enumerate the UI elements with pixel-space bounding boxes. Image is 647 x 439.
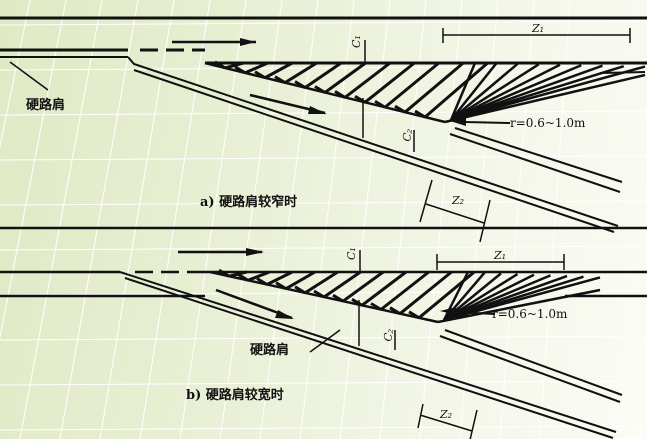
shoulder-label: 硬路肩 bbox=[26, 97, 65, 113]
grid-line bbox=[539, 0, 571, 439]
ramp-inner-edge-2 bbox=[439, 335, 621, 403]
grid-line bbox=[0, 65, 647, 71]
hatch-line bbox=[244, 61, 269, 75]
grid-line bbox=[19, 0, 103, 439]
hatch-fan-line bbox=[450, 63, 561, 122]
grid-line bbox=[139, 0, 211, 439]
c1-label: C₁ bbox=[350, 35, 363, 48]
hatch-line bbox=[399, 270, 453, 315]
z1-label: Z₁ bbox=[493, 249, 506, 262]
ramp-inner-edge bbox=[454, 127, 623, 183]
grid-line bbox=[0, 425, 647, 431]
hatch-fan-line bbox=[450, 62, 519, 121]
gore-right-boundary bbox=[444, 73, 646, 124]
grid-line bbox=[419, 0, 463, 439]
hatch-line bbox=[224, 61, 244, 70]
panel-b: Z₁ C₁ C₂ Z₂ r=0.6~1.0m 硬路肩 b) 硬路肩较宽时 bbox=[0, 226, 647, 439]
grid-line bbox=[299, 0, 355, 439]
hatch-line bbox=[344, 61, 391, 99]
ramp-inner-edge-2 bbox=[449, 133, 621, 193]
z2-label: Z₂ bbox=[451, 194, 464, 207]
hatch-line bbox=[361, 270, 407, 307]
hatch-line bbox=[304, 270, 339, 295]
grid-line bbox=[0, 155, 647, 161]
hatch-fan-line bbox=[450, 62, 498, 121]
grid-line bbox=[0, 0, 31, 149]
grid-line bbox=[179, 0, 247, 439]
hatch-line bbox=[364, 61, 416, 104]
ramp-outer-edge-2 bbox=[124, 277, 614, 439]
hatch-fan-line bbox=[450, 65, 646, 122]
z2-dimension bbox=[425, 203, 485, 224]
hatch-fan-line bbox=[450, 64, 582, 122]
grid-line bbox=[339, 0, 391, 439]
hatch-line bbox=[284, 61, 318, 84]
hatch-line bbox=[324, 61, 367, 94]
c2-label: C₂ bbox=[400, 128, 415, 143]
arrow-head bbox=[308, 106, 327, 114]
hatch-line bbox=[404, 61, 465, 114]
hatch-line bbox=[266, 270, 293, 286]
gore-left-boundary bbox=[204, 61, 446, 124]
shoulder-label: 硬路肩 bbox=[250, 342, 289, 358]
c1-label: C₁ bbox=[345, 247, 358, 260]
grid-line bbox=[259, 0, 319, 439]
hatch-fan-line bbox=[449, 62, 477, 121]
grid-line bbox=[499, 0, 535, 439]
panel-a: Z₁ C₁ C₂ Z₂ r=0.6~1.0m 硬路肩 a) 硬路肩较窄时 bbox=[0, 16, 647, 243]
hatch-line bbox=[247, 270, 271, 282]
grid-line bbox=[0, 0, 67, 340]
grid-line bbox=[459, 0, 499, 439]
arrow-head bbox=[240, 38, 256, 46]
radius-leader bbox=[454, 311, 496, 315]
grid-line bbox=[59, 0, 139, 439]
hatch-line bbox=[304, 61, 342, 89]
hatch-line bbox=[228, 270, 248, 278]
c2-label: C₂ bbox=[381, 328, 396, 343]
gore-hatching bbox=[204, 60, 646, 124]
grid-line bbox=[0, 380, 647, 386]
caption-a: a) 硬路肩较窄时 bbox=[200, 194, 297, 210]
grid-line bbox=[0, 20, 647, 26]
z2-dimension bbox=[419, 414, 473, 432]
hatch-line bbox=[323, 270, 362, 299]
ramp-outer-edge bbox=[119, 271, 617, 433]
hatch-line bbox=[384, 61, 440, 109]
hatch-line bbox=[380, 270, 430, 311]
hatch-line bbox=[424, 61, 489, 119]
radius-label: r=0.6~1.0m bbox=[492, 307, 568, 321]
radius-label: r=0.6~1.0m bbox=[510, 116, 586, 130]
arrow-head bbox=[275, 310, 294, 319]
hatch-line bbox=[264, 61, 293, 80]
hatch-line bbox=[285, 270, 316, 290]
arrow-head bbox=[246, 248, 264, 256]
ramp-outer-edge-2 bbox=[133, 69, 615, 233]
hatch-fan-line bbox=[450, 63, 540, 122]
z2-label: Z₂ bbox=[439, 408, 452, 421]
shoulder-leader bbox=[309, 329, 341, 353]
hatch-line bbox=[342, 270, 385, 303]
radius-leader bbox=[464, 121, 511, 124]
grid-line bbox=[379, 0, 427, 439]
ramp-inner-edge bbox=[444, 329, 623, 396]
ramp-outer-edge bbox=[127, 56, 619, 227]
gore-right-boundary bbox=[437, 288, 601, 324]
caption-b: b) 硬路肩较宽时 bbox=[186, 387, 284, 403]
gore-left-boundary bbox=[209, 270, 439, 324]
grid-line bbox=[0, 200, 647, 206]
shoulder-leader bbox=[9, 61, 49, 91]
z1-label: Z₁ bbox=[531, 22, 544, 35]
